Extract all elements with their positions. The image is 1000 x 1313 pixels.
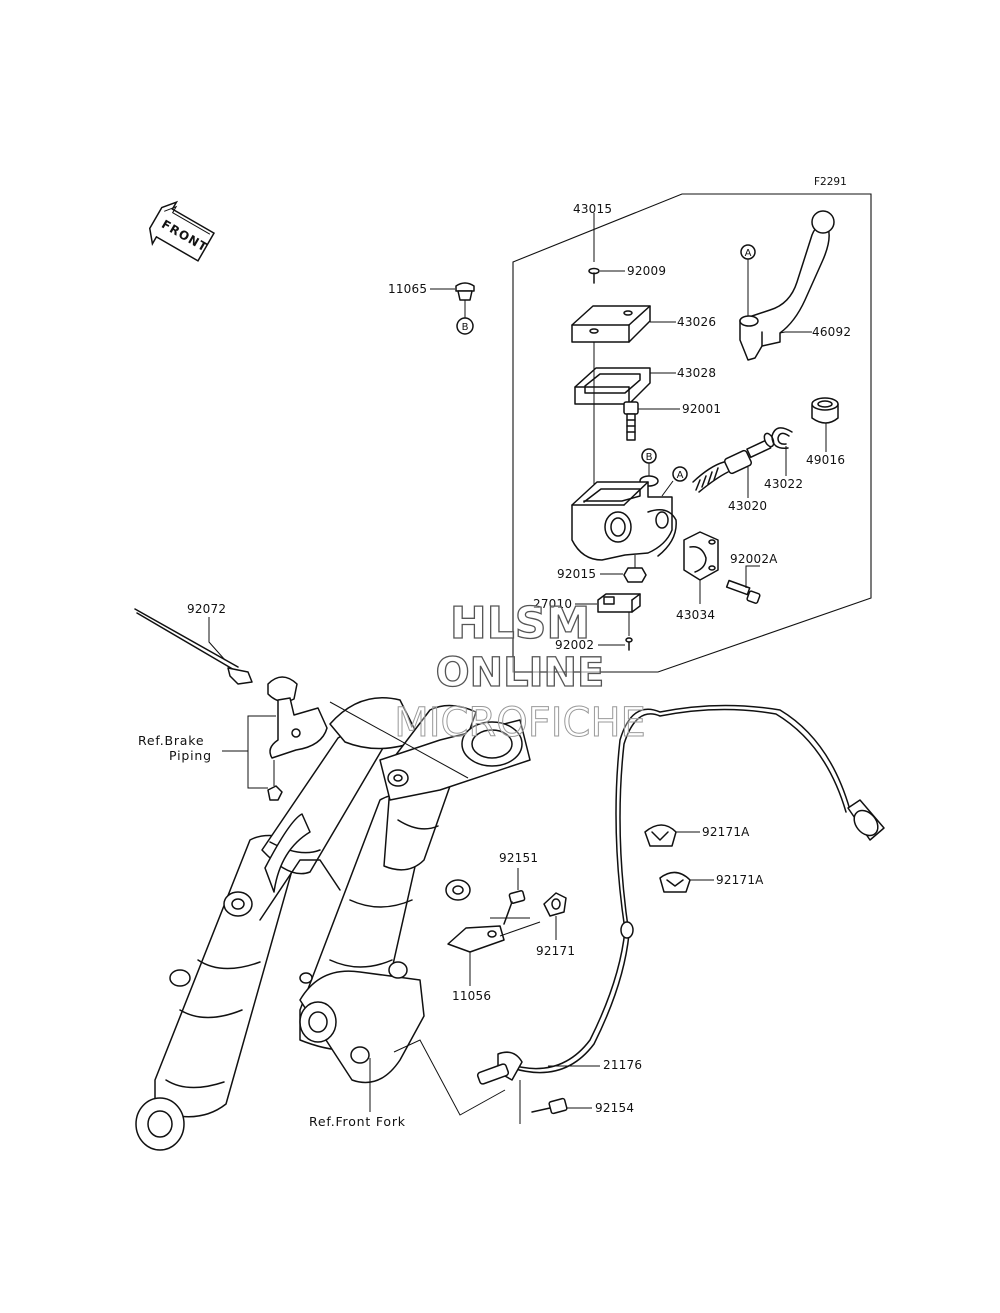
brake-ref-bracket-top bbox=[222, 715, 276, 752]
assembly-frame bbox=[512, 193, 872, 673]
circlip-43022 bbox=[771, 427, 793, 449]
master-cylinder-body bbox=[571, 481, 677, 561]
label-92154: 92154 bbox=[595, 1101, 634, 1115]
watermark-line1: HLSM bbox=[450, 598, 590, 649]
clamp-43034 bbox=[683, 531, 719, 581]
svg-text:A: A bbox=[745, 248, 752, 259]
label-92171A-upper: 92171A bbox=[702, 825, 750, 839]
dust-boot-49016 bbox=[811, 397, 839, 424]
label-92171A-lower: 92171A bbox=[716, 873, 764, 887]
watermark-line3: MICROFICHE bbox=[394, 700, 646, 746]
hose-bracket bbox=[267, 697, 328, 801]
cap-11065 bbox=[455, 282, 475, 301]
callout-b-body: B bbox=[639, 448, 659, 487]
label-11065: 11065 bbox=[388, 282, 427, 296]
svg-text:A: A bbox=[677, 470, 684, 481]
label-11056: 11056 bbox=[452, 989, 491, 1003]
diaphragm-43028 bbox=[574, 367, 651, 405]
watermark: HLSM ONLINE MICROFICHE bbox=[394, 597, 647, 746]
brake-hose-92072 bbox=[134, 608, 298, 703]
brake-ref-bracket-bottom bbox=[247, 751, 268, 789]
label-43020: 43020 bbox=[728, 499, 767, 513]
label-27010: 27010 bbox=[533, 597, 572, 611]
piston-43020 bbox=[692, 432, 775, 493]
callout-a-lever: A bbox=[740, 244, 756, 316]
leader-92002A bbox=[745, 565, 760, 588]
svg-text:B: B bbox=[462, 322, 469, 333]
label-92002A: 92002A bbox=[730, 552, 778, 566]
switch-27010 bbox=[597, 593, 641, 613]
bolt-92151 bbox=[503, 890, 526, 925]
fork-ref-bracket bbox=[393, 1039, 506, 1116]
clip-92171A-upper bbox=[644, 824, 677, 847]
svg-text:B: B bbox=[646, 452, 653, 463]
bolt-92154 bbox=[531, 1097, 568, 1115]
leader-46092 bbox=[779, 331, 812, 334]
screw-92002 bbox=[625, 612, 633, 651]
front-arrow-icon: FRONT bbox=[148, 200, 216, 262]
reservoir-cap-43026 bbox=[571, 305, 651, 343]
label-46092: 46092 bbox=[812, 325, 851, 339]
nut-92015 bbox=[623, 555, 647, 583]
label-92171: 92171 bbox=[536, 944, 575, 958]
clip-92171A-lower bbox=[659, 871, 691, 893]
ref-front-fork: Ref.Front Fork bbox=[309, 1114, 406, 1129]
label-43015: 43015 bbox=[573, 202, 612, 216]
callout-a-body: A bbox=[661, 466, 688, 497]
label-92001: 92001 bbox=[682, 402, 721, 416]
label-21176: 21176 bbox=[603, 1058, 642, 1072]
figure-number: F2291 bbox=[814, 176, 847, 188]
bolt-92001 bbox=[623, 401, 639, 441]
label-92015: 92015 bbox=[557, 567, 596, 581]
label-92009: 92009 bbox=[627, 264, 666, 278]
screw-92009 bbox=[588, 267, 600, 284]
sensor-harness-21176 bbox=[476, 704, 885, 1085]
ref-brake-line2: Piping bbox=[169, 748, 212, 763]
callout-b-cap: B bbox=[456, 300, 474, 335]
label-49016: 49016 bbox=[806, 453, 845, 467]
front-fork-assembly bbox=[135, 697, 531, 1151]
ref-brake-line1: Ref.Brake bbox=[138, 733, 204, 748]
label-43034: 43034 bbox=[676, 608, 715, 622]
label-43028: 43028 bbox=[677, 366, 716, 380]
label-92072: 92072 bbox=[187, 602, 226, 616]
brake-lever-46092 bbox=[739, 210, 835, 361]
label-43022: 43022 bbox=[764, 477, 803, 491]
label-92002: 92002 bbox=[555, 638, 594, 652]
leader-92072 bbox=[208, 617, 226, 661]
label-43026: 43026 bbox=[677, 315, 716, 329]
clamp-92171 bbox=[543, 892, 567, 917]
bracket-11056 bbox=[447, 917, 541, 953]
watermark-line2: ONLINE bbox=[436, 650, 605, 696]
label-92151: 92151 bbox=[499, 851, 538, 865]
bolt-92002A bbox=[725, 579, 761, 604]
